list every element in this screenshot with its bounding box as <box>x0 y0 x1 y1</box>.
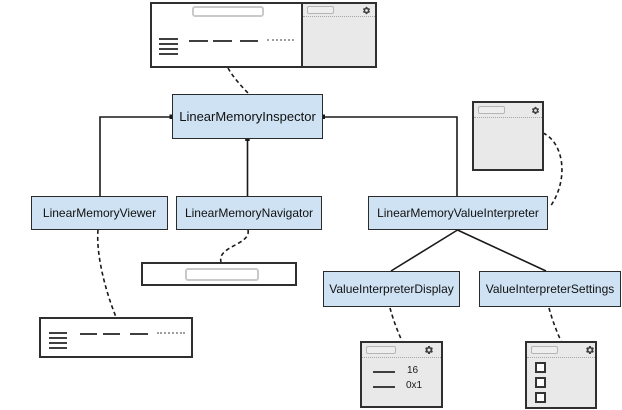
toolbar-separator <box>362 357 441 358</box>
node-label: LinearMemoryNavigator <box>184 206 314 220</box>
row-label-lines-icon <box>159 48 178 50</box>
edge-valueinterpreter-display <box>390 229 458 272</box>
memory-pane-sketch <box>152 4 305 66</box>
checkbox <box>535 392 546 403</box>
row-label-lines-icon <box>49 337 67 339</box>
settings-sketch <box>525 341 597 409</box>
row-label-lines-icon <box>49 342 67 344</box>
byte-group-line <box>80 333 97 335</box>
value-label: 16 <box>407 365 419 376</box>
connector-endpoint <box>169 114 174 119</box>
small-input-sketch <box>366 346 396 354</box>
node-value-interpreter-settings: ValueInterpreterSettings <box>479 271 621 307</box>
node-linear-memory-inspector: LinearMemoryInspector <box>172 94 323 139</box>
small-input-sketch <box>531 346 558 354</box>
interpreter-pane-sketch <box>301 4 375 66</box>
node-linear-memory-viewer: LinearMemoryViewer <box>31 196 168 230</box>
value-label: 0x1 <box>406 380 423 391</box>
row-label-lines-icon <box>49 347 67 349</box>
inspector-sketch <box>150 2 377 68</box>
toolbar-separator <box>303 16 375 17</box>
checkbox <box>535 362 546 373</box>
edge-viewer-sketch <box>96 229 117 318</box>
value-interpreter-sketch <box>472 101 544 171</box>
small-input-sketch <box>307 6 334 14</box>
value-type-line <box>373 386 395 388</box>
value-type-line <box>373 371 395 373</box>
toolbar-separator <box>527 357 595 358</box>
node-label: LinearMemoryInspector <box>179 109 316 124</box>
row-label-lines-icon <box>49 332 67 334</box>
edge-sketch-inspector <box>227 67 250 95</box>
gear-icon <box>424 345 434 355</box>
gear-icon <box>531 106 540 115</box>
edge-display-sketch <box>389 307 403 342</box>
node-label: LinearMemoryViewer <box>42 206 157 220</box>
edge-navigator-sketch <box>220 229 249 263</box>
toolbar-separator <box>474 117 542 118</box>
ascii-dots-line <box>267 39 294 41</box>
address-input-sketch <box>192 6 264 17</box>
byte-group-line <box>130 333 148 335</box>
viewer-sketch <box>39 317 193 358</box>
node-linear-memory-value-interpreter: LinearMemoryValueInterpreter <box>368 196 548 230</box>
edge-inspector-viewer <box>99 116 172 196</box>
row-label-lines-icon <box>159 38 178 40</box>
node-label: ValueInterpreterDisplay <box>329 282 454 296</box>
node-label: ValueInterpreterSettings <box>485 282 615 296</box>
address-input-sketch <box>185 268 259 281</box>
navigator-sketch <box>141 262 297 286</box>
small-input-sketch <box>478 106 505 114</box>
byte-group-line <box>103 333 120 335</box>
display-sketch: 16 0x1 <box>360 341 443 408</box>
byte-group-line <box>240 40 258 42</box>
node-label: LinearMemoryValueInterpreter <box>377 206 539 220</box>
edge-settings-sketch <box>548 307 562 342</box>
row-label-lines-icon <box>159 43 178 45</box>
node-value-interpreter-display: ValueInterpreterDisplay <box>323 271 460 307</box>
byte-group-line <box>189 40 208 42</box>
gear-icon <box>585 345 595 355</box>
checkbox <box>535 377 546 388</box>
gear-icon <box>362 6 371 15</box>
node-linear-memory-navigator: LinearMemoryNavigator <box>176 196 322 230</box>
edge-inspector-valueinterpreter <box>323 116 458 196</box>
row-label-lines-icon <box>159 53 178 55</box>
ascii-dots-line <box>157 332 185 334</box>
edge-sketch-valueinterpreter <box>542 132 563 208</box>
byte-group-line <box>213 40 232 42</box>
edge-valueinterpreter-settings <box>457 229 547 272</box>
